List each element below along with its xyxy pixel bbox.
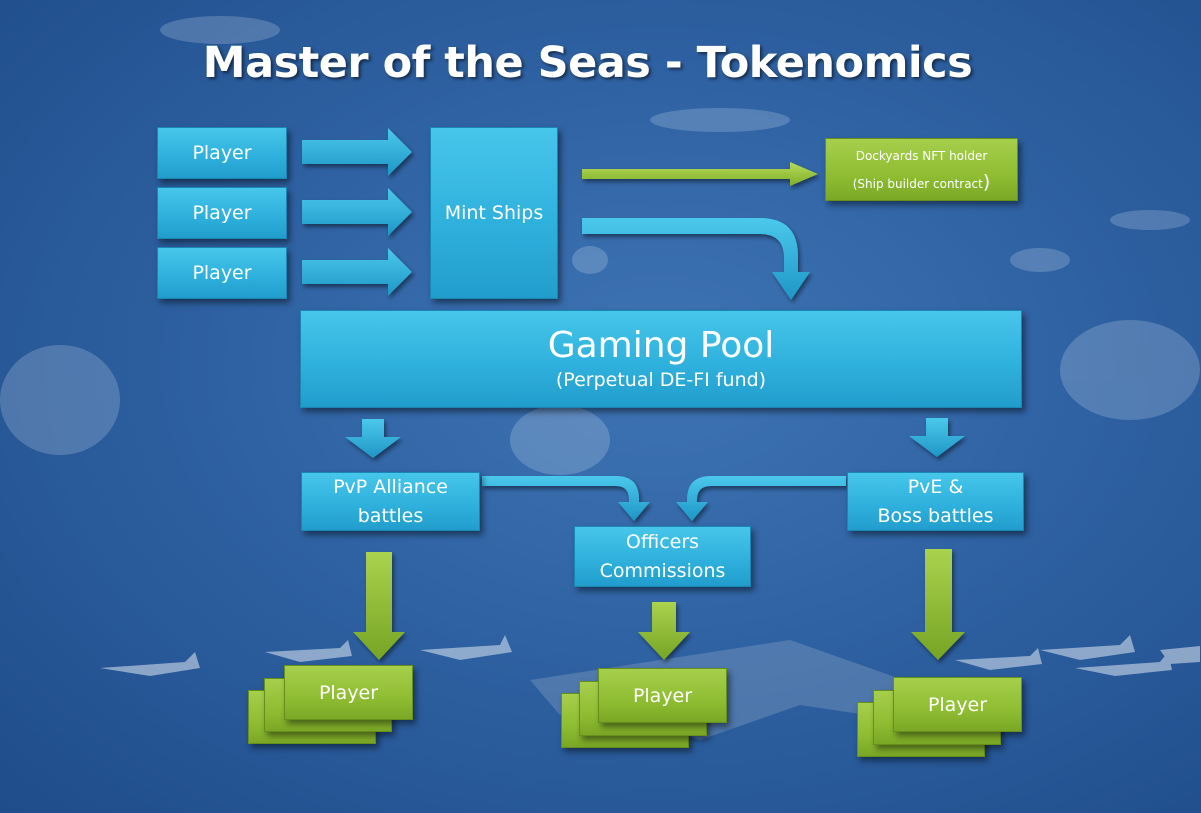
page-title: Master of the Seas - Tokenomics xyxy=(202,38,973,88)
pvp-alliance-box: PvP Alliance battles xyxy=(301,472,480,531)
player-box-1: Player xyxy=(157,127,287,179)
arrow-mint-to-dockyards xyxy=(582,162,818,186)
mint-ships-label: Mint Ships xyxy=(444,202,544,224)
pvp-line1: PvP Alliance xyxy=(333,475,448,498)
player-label: Player xyxy=(192,142,252,164)
player-label: Player xyxy=(318,681,379,704)
player-box-3: Player xyxy=(157,247,287,299)
gaming-pool-title: Gaming Pool xyxy=(547,325,775,366)
player-label: Player xyxy=(632,684,693,707)
player-output-right: Player xyxy=(893,677,1022,732)
player-output-middle: Player xyxy=(598,668,727,723)
player-output-left: Player xyxy=(284,665,413,720)
arrow-pool-to-pve xyxy=(909,418,965,457)
arrow-player3-to-mint xyxy=(302,248,412,296)
arrow-officers-to-players xyxy=(638,602,690,660)
background-fleet xyxy=(0,16,1200,475)
arrow-pool-to-pvp xyxy=(345,419,401,458)
dockyards-line1: Dockyards NFT holder xyxy=(855,148,988,163)
arrow-pvp-to-officers xyxy=(482,476,650,521)
background-aircraft xyxy=(100,635,1200,676)
pvp-line2: battles xyxy=(357,504,424,527)
mint-ships-box: Mint Ships xyxy=(430,127,558,299)
arrow-pvp-to-players xyxy=(353,552,405,660)
gaming-pool-box: Gaming Pool (Perpetual DE-FI fund) xyxy=(300,310,1022,408)
arrow-pve-to-officers xyxy=(676,476,846,521)
pve-line2: Boss battles xyxy=(877,504,994,527)
arrow-player1-to-mint xyxy=(302,128,412,176)
arrow-player2-to-mint xyxy=(302,188,412,236)
dockyards-line2: (Ship builder contract) xyxy=(852,170,991,193)
player-label: Player xyxy=(927,693,988,716)
dockyards-box: Dockyards NFT holder (Ship builder contr… xyxy=(825,138,1018,201)
gaming-pool-subtitle: (Perpetual DE-FI fund) xyxy=(555,369,767,391)
player-label: Player xyxy=(192,262,252,284)
pve-line1: PvE & xyxy=(907,475,964,498)
pve-boss-box: PvE & Boss battles xyxy=(847,472,1024,531)
arrow-mint-to-pool xyxy=(582,218,810,300)
player-label: Player xyxy=(192,202,252,224)
officers-commissions-box: Officers Commissions xyxy=(574,526,751,587)
arrow-pve-to-players xyxy=(911,549,965,660)
officers-line1: Officers xyxy=(625,530,700,553)
player-box-2: Player xyxy=(157,187,287,239)
officers-line2: Commissions xyxy=(599,559,726,582)
